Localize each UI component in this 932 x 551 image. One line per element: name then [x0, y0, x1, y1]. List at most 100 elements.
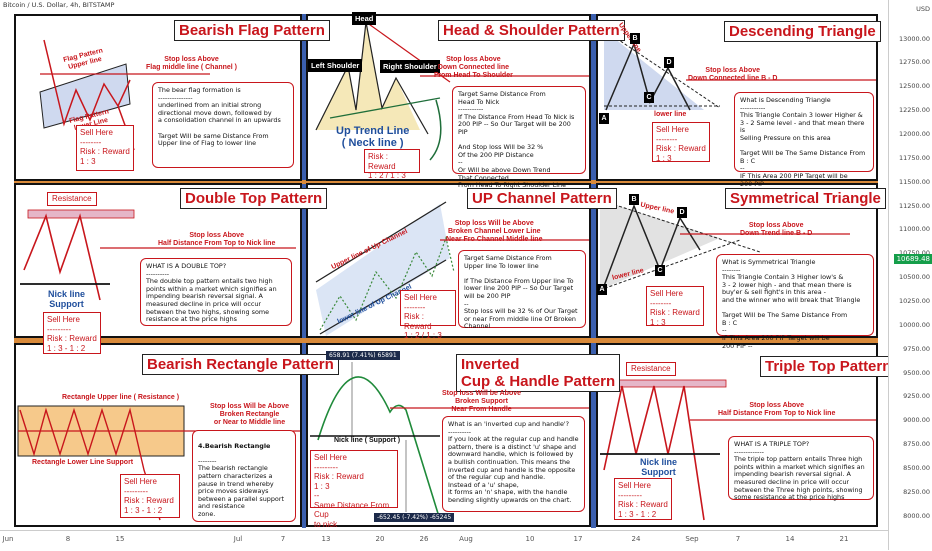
time-tick-label: 21 — [839, 535, 849, 543]
price-tick-label: 10750.00 — [899, 249, 930, 257]
triple-top-resistance: Resistance — [626, 362, 676, 376]
flag-sell-box: Sell Here -------- Risk : Reward 1 : 3 — [76, 125, 134, 171]
flag-stop-loss: Stop loss Above Flag middle line ( Chann… — [146, 56, 238, 71]
st-fill — [600, 200, 720, 290]
st-letter-d: D — [677, 207, 687, 218]
time-tick-label: 10 — [525, 535, 535, 543]
price-tick-label: 8750.00 — [903, 440, 930, 449]
st-letter-c: C — [655, 265, 665, 276]
dt-letter-a: A — [599, 113, 609, 124]
double-top-path — [23, 213, 101, 301]
up-channel-note: Target Same Distance From Upper line To … — [458, 250, 586, 330]
channel-price-path — [319, 235, 455, 331]
st-upper-trend — [599, 199, 761, 253]
time-tick-label: 15 — [115, 535, 125, 543]
st-sell-box: Sell Here -------- Risk : Reward 1 : 3 — [646, 286, 704, 327]
flag-channel — [39, 63, 131, 129]
hs-note: Target Same Distance From Head To Nick -… — [452, 86, 586, 189]
cup-sell-box: Sell Here --------- Risk : Reward 1 : 3 … — [310, 450, 398, 529]
price-tick-label: 10000.00 — [898, 320, 930, 329]
channel-upper-line — [315, 201, 447, 283]
title-head-shoulder: Head & Shoulder Pattern — [438, 20, 625, 41]
time-tick-label: 7 — [280, 535, 286, 543]
rect-note-body: -------- The bearish rectangle pattern c… — [198, 456, 284, 518]
price-tick-label: 8500.00 — [903, 463, 930, 472]
title-bearish-rectangle: Bearish Rectangle Pattern — [142, 354, 339, 375]
price-axis-unit: USD — [916, 5, 930, 13]
up-channel-sell-box: Sell Here -------- Risk : Reward 1 : 2 /… — [400, 290, 456, 340]
time-tick-label: 8 — [65, 535, 71, 543]
panel-symmetrical-triangle — [596, 183, 878, 338]
triple-top-neck: Nick line Support — [640, 457, 678, 477]
panel-bearish-flag — [14, 14, 302, 181]
dt-letter-d: D — [664, 57, 674, 68]
price-tick-label: 11500.00 — [898, 177, 930, 186]
time-tick-label: Jul — [233, 535, 243, 543]
dt-lower-label: lower line — [654, 111, 687, 118]
st-stop-loss: Stop loss Above Down Trend line B - D — [740, 222, 813, 237]
price-tick-label: 12500.00 — [898, 82, 930, 91]
cup-price-bottom: -652.45 (-7.42%) -65245 — [374, 513, 455, 522]
cup-price-top: 658.91 (7.41%) 65891 — [326, 351, 400, 360]
double-top-neck: Nick line Support — [48, 289, 86, 309]
channel-fill — [316, 204, 450, 336]
cup-neck-label: Nick line ( Support ) — [334, 437, 401, 444]
right-shoulder-label: Right Shoulder — [380, 60, 440, 73]
up-channel-stop-loss: Stop loss Will be Above Broken Channel L… — [446, 220, 543, 243]
dt-sell-box: Sell Here -------- Risk : Reward 1 : 3 — [652, 122, 710, 163]
st-note: What is Symmetrical Triangle -------- Th… — [716, 254, 874, 349]
time-tick-label: 24 — [631, 535, 641, 543]
cup-note: What is an 'inverted cup and handle'? --… — [442, 416, 585, 512]
hs-fill — [316, 22, 420, 130]
chart-title: Bitcoin / U.S. Dollar, 4h, BITSTAMP — [3, 1, 115, 9]
time-tick-label: 7 — [735, 535, 741, 543]
double-top-stop-loss: Stop loss Above Half Distance From Top t… — [158, 232, 276, 247]
time-tick-label: 14 — [785, 535, 795, 543]
title-triple-top: Triple Top Pattern — [760, 356, 897, 377]
rect-note-title: 4.Bearish Rectangle — [198, 441, 271, 450]
double-top-note: WHAT IS A DOUBLE TOP? ---------- The dou… — [140, 258, 292, 326]
title-bearish-flag: Bearish Flag Pattern — [174, 20, 330, 41]
cup-stop-loss: Stop loss Will be Above Broken Support N… — [442, 390, 522, 413]
panel-cup-handle — [306, 343, 591, 527]
price-tick-label: 9250.00 — [903, 392, 930, 401]
time-tick-label: Sep — [685, 535, 699, 543]
rect-lower-label: Rectangle Lower Line Support — [32, 459, 134, 466]
title-cup-handle: Inverted Cup & Handle Pattern — [456, 354, 621, 392]
price-tick-label: 12000.00 — [898, 130, 930, 139]
row-divider — [14, 180, 878, 184]
double-top-sell-box: Sell Here --------- Risk : Reward 1 : 3 … — [43, 312, 101, 354]
price-tick-label: 9500.00 — [903, 368, 930, 377]
title-symmetrical-triangle: Symmetrical Triangle — [725, 188, 886, 209]
st-letter-a: A — [597, 284, 607, 295]
head-label: Head — [352, 12, 377, 25]
time-tick-label: Jun — [2, 535, 14, 543]
current-price-tag: 10689.48 — [893, 254, 932, 265]
hs-target-arrow — [429, 99, 442, 161]
channel-lower-line — [319, 259, 447, 335]
price-tick-label: 10500.00 — [898, 273, 930, 282]
pattern-canvas — [14, 14, 878, 528]
panel-double-top — [14, 183, 302, 338]
double-top-resistance: Resistance — [47, 192, 97, 206]
rect-upper-label: Rectangle Upper line ( Resistance ) — [62, 394, 180, 401]
price-tick-label: 13000.00 — [898, 34, 930, 43]
panel-up-channel — [306, 183, 591, 338]
flag-note: The bear flag formation is -------------… — [152, 82, 294, 168]
panel-triple-top — [596, 343, 878, 527]
price-tick-label: 9750.00 — [903, 344, 930, 353]
price-tick-label: 11000.00 — [898, 225, 930, 234]
price-tick-label: 10250.00 — [898, 297, 930, 305]
rect-note: 4.Bearish Rectangle -------- The bearish… — [192, 430, 296, 522]
left-shoulder-label: Left Shoulder — [308, 59, 363, 72]
triple-top-note: WHAT IS A TRIPLE TOP? ------------- The … — [728, 436, 874, 501]
price-tick-label: 8000.00 — [903, 511, 930, 520]
panel-descending-triangle — [596, 14, 878, 181]
dt-upper-trend — [603, 29, 721, 109]
dt-letter-c: C — [644, 92, 654, 103]
rect-stop-loss: Stop loss Will be Above Broken Rectangle… — [210, 403, 290, 426]
cup-path — [317, 376, 441, 521]
time-tick-label: 17 — [573, 535, 583, 543]
